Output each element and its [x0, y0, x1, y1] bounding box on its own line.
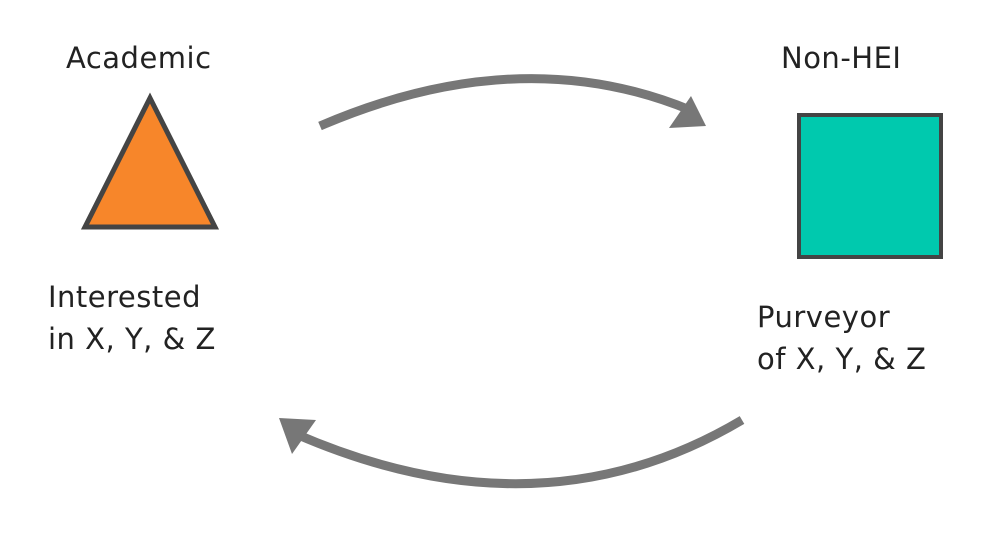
- academic-title: Academic: [66, 41, 212, 75]
- non-hei-description-line: Purveyor: [757, 300, 891, 334]
- non-hei-square-icon: [797, 113, 943, 259]
- academic-triangle-icon: [80, 92, 220, 230]
- curved-arrow-right-icon: [318, 74, 706, 131]
- academic-description-line: in X, Y, & Z: [48, 322, 216, 356]
- non-hei-description-line: of X, Y, & Z: [757, 342, 927, 376]
- non-hei-title: Non-HEI: [781, 41, 902, 75]
- non-hei-description: Purveyor of X, Y, & Z: [757, 296, 926, 380]
- academic-description: Interested in X, Y, & Z: [48, 276, 216, 360]
- curved-arrow-left-icon: [279, 416, 745, 489]
- academic-description-line: Interested: [48, 280, 202, 314]
